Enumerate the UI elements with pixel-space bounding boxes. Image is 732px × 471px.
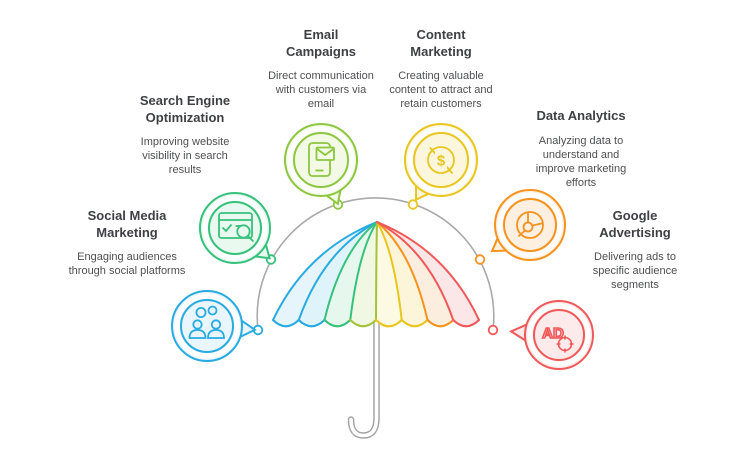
google-advertising-bubble: AD — [508, 300, 594, 370]
node-description: Creating valuable content to attract and… — [389, 70, 493, 110]
node-title: Content Marketing — [410, 27, 472, 59]
content-marketing-bubble: $ — [404, 123, 478, 202]
label-email-campaigns: Email Campaigns Direct communication wit… — [253, 27, 389, 111]
node-description: Engaging audiences through social platfo… — [68, 251, 186, 277]
arc-dot-content — [407, 199, 419, 210]
email-campaigns-bubble — [284, 123, 358, 206]
label-content-marketing: Content Marketing Creating valuable cont… — [373, 27, 509, 111]
data-analytics-bubble — [490, 189, 566, 261]
label-data-analytics: Data Analytics Analyzing data to underst… — [511, 108, 651, 190]
label-search-engine-optimization: Search Engine Optimization Improving web… — [115, 93, 255, 177]
svg-text:AD: AD — [542, 325, 564, 342]
node-description: Analyzing data to understand and improve… — [535, 134, 627, 189]
ad-target-icon: AD — [541, 324, 574, 353]
node-title: Search Engine Optimization — [139, 93, 231, 125]
umbrella-ribs — [272, 221, 480, 321]
phone-email-icon — [308, 142, 335, 177]
umbrella-scallops — [271, 318, 481, 328]
umbrella-handle — [347, 221, 380, 439]
label-social-media-marketing: Social Media Marketing Engaging audience… — [57, 208, 197, 278]
node-title: Data Analytics — [536, 108, 626, 123]
dollar-coin-icon: $ — [427, 146, 455, 175]
people-chat-icon — [188, 305, 225, 339]
node-title: Email Campaigns — [285, 27, 357, 59]
node-title: Social Media Marketing — [87, 208, 167, 240]
seo-bubble — [199, 192, 271, 264]
node-description: Direct communication with customers via … — [268, 70, 374, 110]
node-description: Delivering ads to specific audience segm… — [592, 251, 678, 291]
arc-dot-data — [474, 254, 486, 265]
node-description: Improving website visibility in search r… — [140, 136, 230, 176]
label-google-advertising: Google Advertising Delivering ads to spe… — [567, 208, 703, 292]
social-media-bubble — [171, 290, 257, 362]
node-title: Google Advertising — [599, 208, 671, 240]
pie-chart-icon — [516, 211, 544, 239]
connector-arc — [256, 197, 495, 331]
umbrella-canopy — [273, 222, 479, 327]
arc-dot-ads — [487, 324, 499, 336]
svg-text:$: $ — [437, 153, 446, 170]
browser-search-icon — [218, 212, 255, 243]
